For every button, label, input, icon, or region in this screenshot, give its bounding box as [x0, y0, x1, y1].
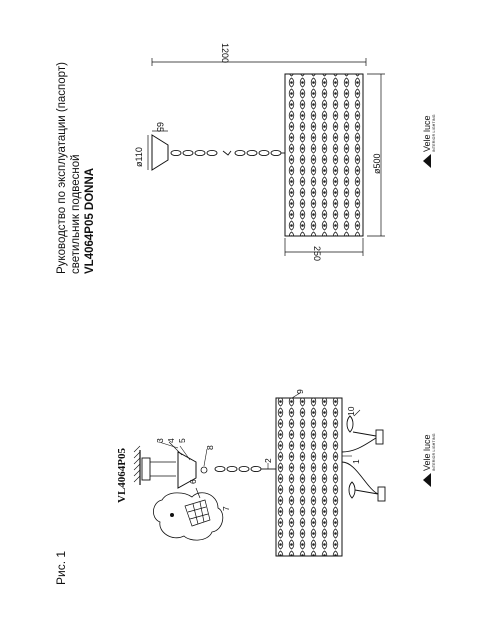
dim-shade-diameter: ø500	[372, 153, 382, 174]
dim-canopy-height: 65	[155, 122, 165, 133]
manual-title: Руководство по эксплуатации (паспорт) св…	[55, 62, 97, 274]
brand-tagline-upper: INTERIOR LIGHTING	[432, 114, 436, 152]
manual-title-line-1: Руководство по эксплуатации (паспорт)	[56, 62, 68, 274]
chain	[170, 149, 285, 157]
brand-tagline-lower: INTERIOR LIGHTING	[432, 433, 436, 471]
manual-title-line-3: VL4064P05 DONNA	[84, 167, 96, 274]
part-number-4: 4	[166, 438, 176, 443]
dim-shade-height: 250	[312, 246, 322, 262]
brand-lower: Vele luce INTERIOR LIGHTING	[422, 433, 436, 471]
manual-title-line-2: светильник подвесной	[70, 154, 82, 274]
part-number-8: 8	[205, 445, 215, 450]
part-number-3: 3	[155, 438, 165, 443]
part-number-6: 6	[188, 479, 198, 484]
part-number-1: 1	[351, 459, 361, 464]
dimensioned-view	[147, 58, 385, 256]
dim-width-total: 1200	[220, 43, 230, 64]
part-number-10: 10	[346, 406, 356, 416]
assembly-view	[133, 392, 386, 557]
part-number-2: 2	[263, 458, 273, 463]
figure-label: Рис. 1	[54, 550, 68, 585]
part-number-7: 7	[221, 506, 231, 511]
brand-logo-mark	[423, 154, 431, 168]
part-number-9: 9	[295, 389, 305, 394]
brand-logo-mark-lower	[423, 473, 431, 487]
shade-outline	[284, 73, 364, 237]
brand-upper: Vele luce INTERIOR LIGHTING	[422, 114, 436, 152]
dim-canopy-diameter: ø110	[134, 147, 144, 167]
part-number-5: 5	[177, 438, 187, 443]
brand-name-upper: Vele luce	[422, 115, 432, 152]
model-code: VL4064P05	[116, 448, 128, 503]
shade-assembly	[275, 397, 343, 557]
detail-bubble	[153, 492, 224, 541]
brand-name-lower: Vele luce	[422, 434, 432, 471]
canopy	[151, 134, 169, 171]
